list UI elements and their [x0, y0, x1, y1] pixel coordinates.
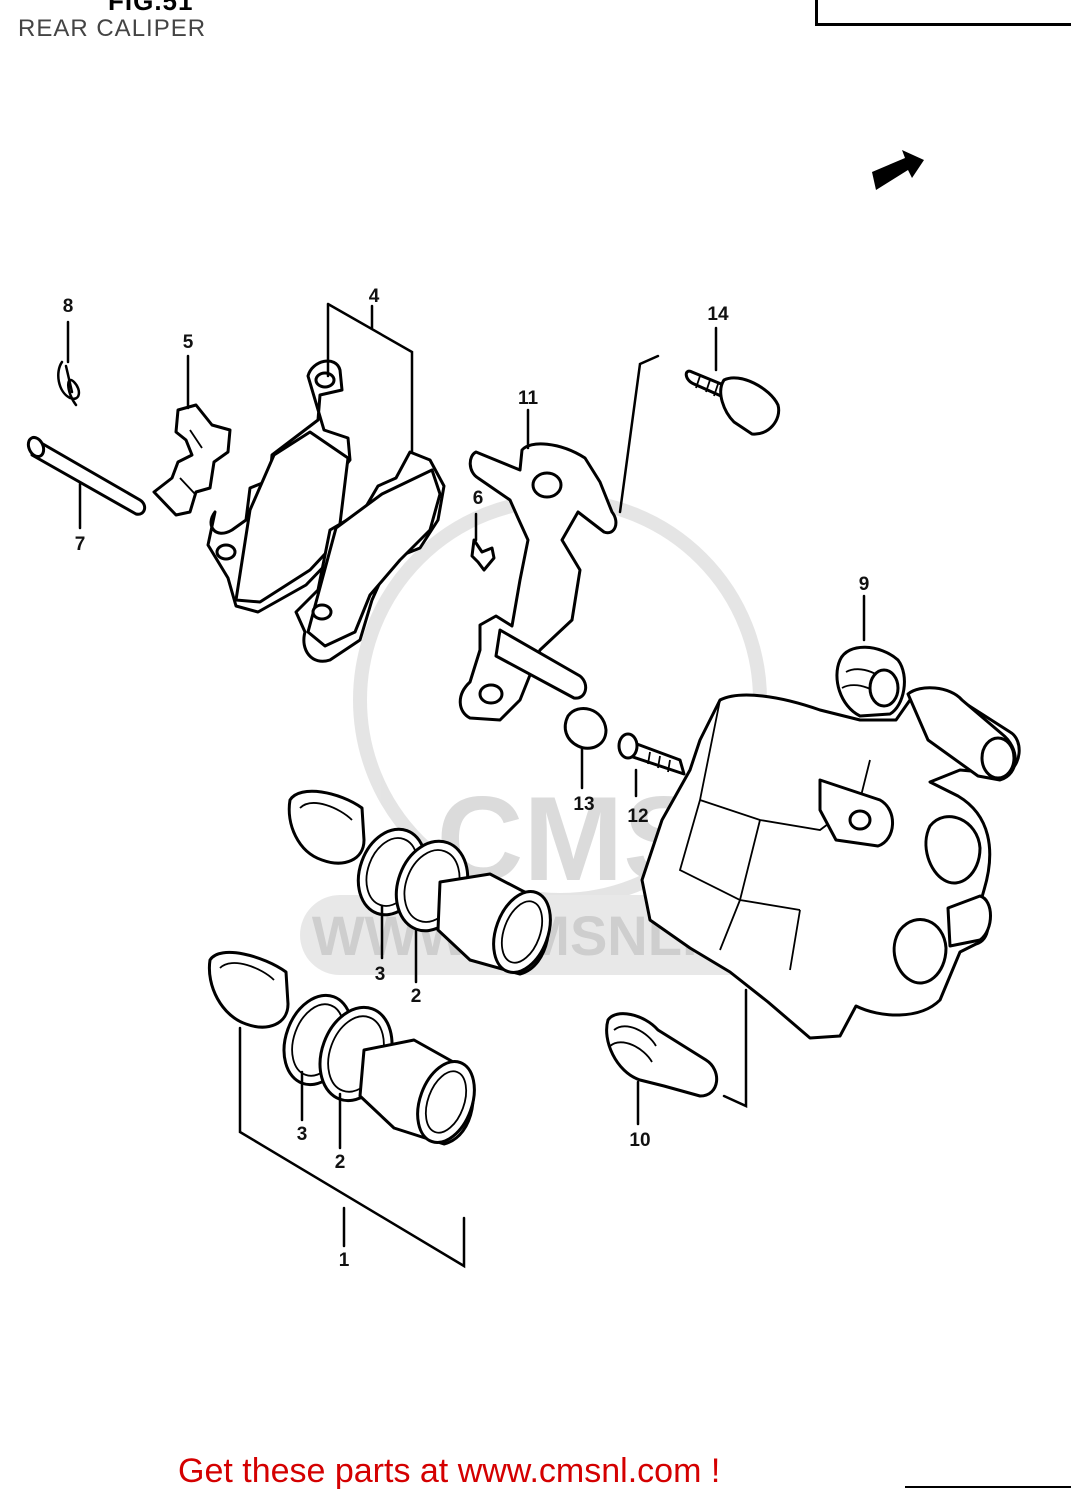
part-6-retainer — [470, 538, 496, 572]
callout-2-upper: 2 — [411, 986, 422, 1007]
caliper-body — [640, 686, 1021, 1040]
title-block-frame — [815, 0, 1071, 26]
callout-labels: 8 7 5 4 6 11 14 9 13 12 3 2 3 2 10 1 — [63, 286, 870, 1271]
part-12-bleeder-valve — [617, 732, 686, 776]
leader-lines — [66, 302, 866, 1269]
part-8-clip — [57, 360, 81, 407]
callout-5: 5 — [183, 332, 194, 353]
callout-1: 1 — [339, 1250, 350, 1271]
piston-seal-group-lower — [207, 951, 476, 1146]
figure-number: FIG.51 — [108, 0, 194, 16]
callout-4: 4 — [369, 286, 380, 307]
part-7-pad-pin — [26, 435, 147, 516]
callout-12: 12 — [627, 806, 648, 827]
footer-promo-link[interactable]: Get these parts at www.cmsnl.com ! — [178, 1452, 721, 1490]
piston-seal-group-upper — [287, 789, 552, 976]
figure-subtitle: REAR CALIPER — [18, 15, 207, 42]
part-4-brake-pads — [206, 359, 446, 663]
callout-8: 8 — [63, 296, 74, 317]
callout-3-upper: 3 — [375, 964, 386, 985]
callout-6: 6 — [473, 488, 484, 509]
part-14-bolt — [684, 369, 781, 436]
footer-rule — [905, 1486, 1071, 1488]
callout-7: 7 — [75, 534, 86, 555]
callout-3-lower: 3 — [297, 1124, 308, 1145]
part-11-caliper-bracket — [458, 442, 618, 722]
forward-arrow-icon — [872, 150, 924, 190]
part-13-bleeder-cap — [563, 707, 608, 750]
callout-9: 9 — [859, 574, 870, 595]
part-9-dust-boot — [835, 645, 906, 718]
callout-14: 14 — [707, 304, 729, 325]
callout-13: 13 — [573, 794, 594, 815]
callout-11: 11 — [518, 388, 539, 409]
part-10-slide-pin — [605, 1012, 719, 1098]
callout-10: 10 — [629, 1130, 650, 1151]
part-5-pad-spring — [152, 403, 232, 517]
callout-2-lower: 2 — [335, 1152, 346, 1173]
